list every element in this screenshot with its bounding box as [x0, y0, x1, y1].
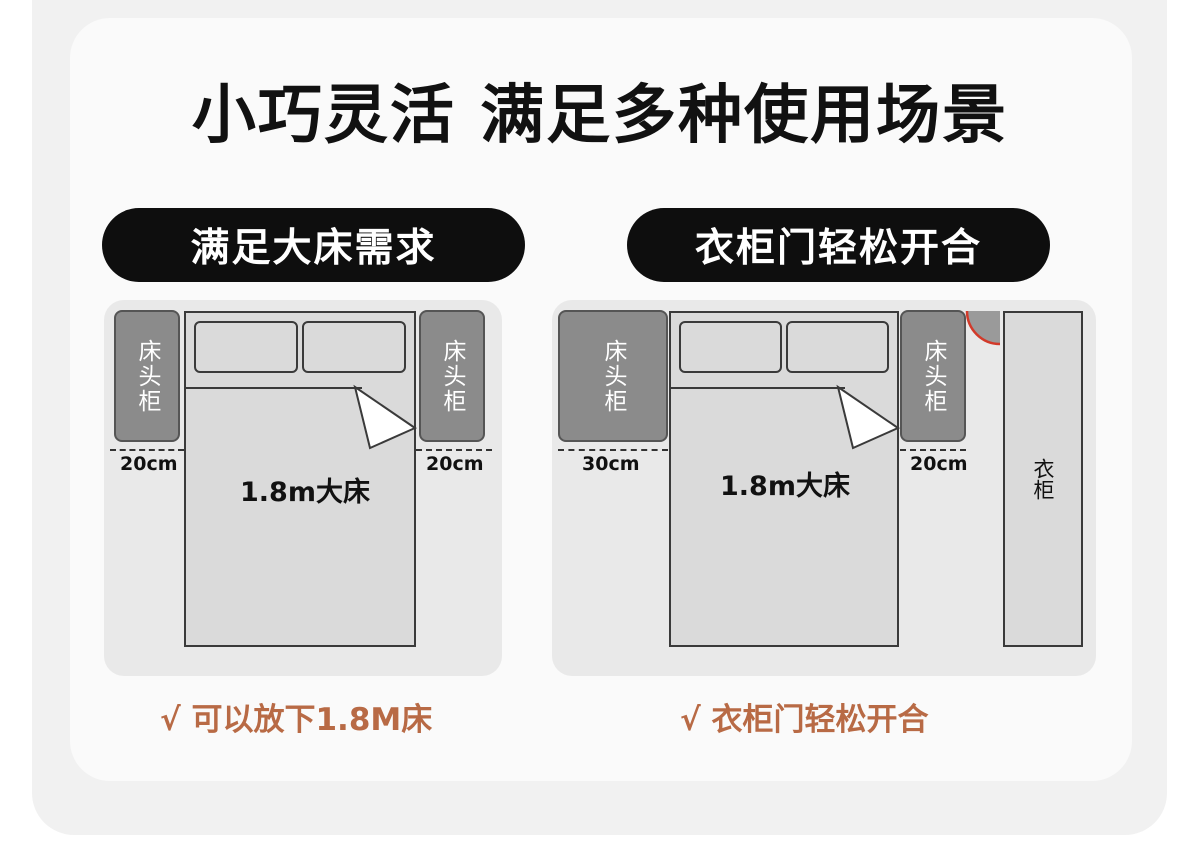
- folded-blanket-corner: [836, 384, 901, 450]
- scenario-pill-wardrobe: 衣柜门轻松开合: [627, 208, 1050, 282]
- nightstand-right: 床头柜: [419, 310, 485, 442]
- bed-label: 1.8m大床: [720, 471, 850, 502]
- bed-label: 1.8m大床: [240, 477, 370, 508]
- pillow-right: [302, 321, 406, 373]
- wardrobe: 衣柜: [1003, 311, 1083, 647]
- folded-blanket-corner: [353, 384, 418, 450]
- note-large-bed: √ 可以放下1.8M床: [160, 702, 433, 738]
- pillow-left: [679, 321, 782, 373]
- note-wardrobe: √ 衣柜门轻松开合: [680, 702, 929, 738]
- gap-label-right: 20cm: [426, 453, 484, 475]
- gap-line-left: [558, 449, 668, 451]
- gap-label-left: 20cm: [120, 453, 178, 475]
- gap-label-left: 30cm: [582, 453, 640, 475]
- gap-line-right: [416, 449, 492, 451]
- scenario-pill-large-bed: 满足大床需求: [102, 208, 525, 282]
- floorplan-wardrobe: 床头柜 床头柜 1.8m大床 30cm 20cm 衣柜: [552, 300, 1096, 676]
- nightstand-left: 床头柜: [114, 310, 180, 442]
- blanket-edge: [186, 387, 362, 389]
- pillow-left: [194, 321, 298, 373]
- gap-label-right: 20cm: [910, 453, 968, 475]
- pillow-right: [786, 321, 889, 373]
- blanket-edge: [671, 387, 845, 389]
- page-title: 小巧灵活 满足多种使用场景: [191, 79, 1009, 153]
- nightstand-left: 床头柜: [558, 310, 668, 442]
- gap-line-left: [110, 449, 184, 451]
- nightstand-right: 床头柜: [900, 310, 966, 442]
- gap-line-right: [900, 449, 966, 451]
- wardrobe-door-swing-icon: [965, 310, 1001, 346]
- floorplan-large-bed: 床头柜 床头柜 1.8m大床 20cm 20cm: [104, 300, 502, 676]
